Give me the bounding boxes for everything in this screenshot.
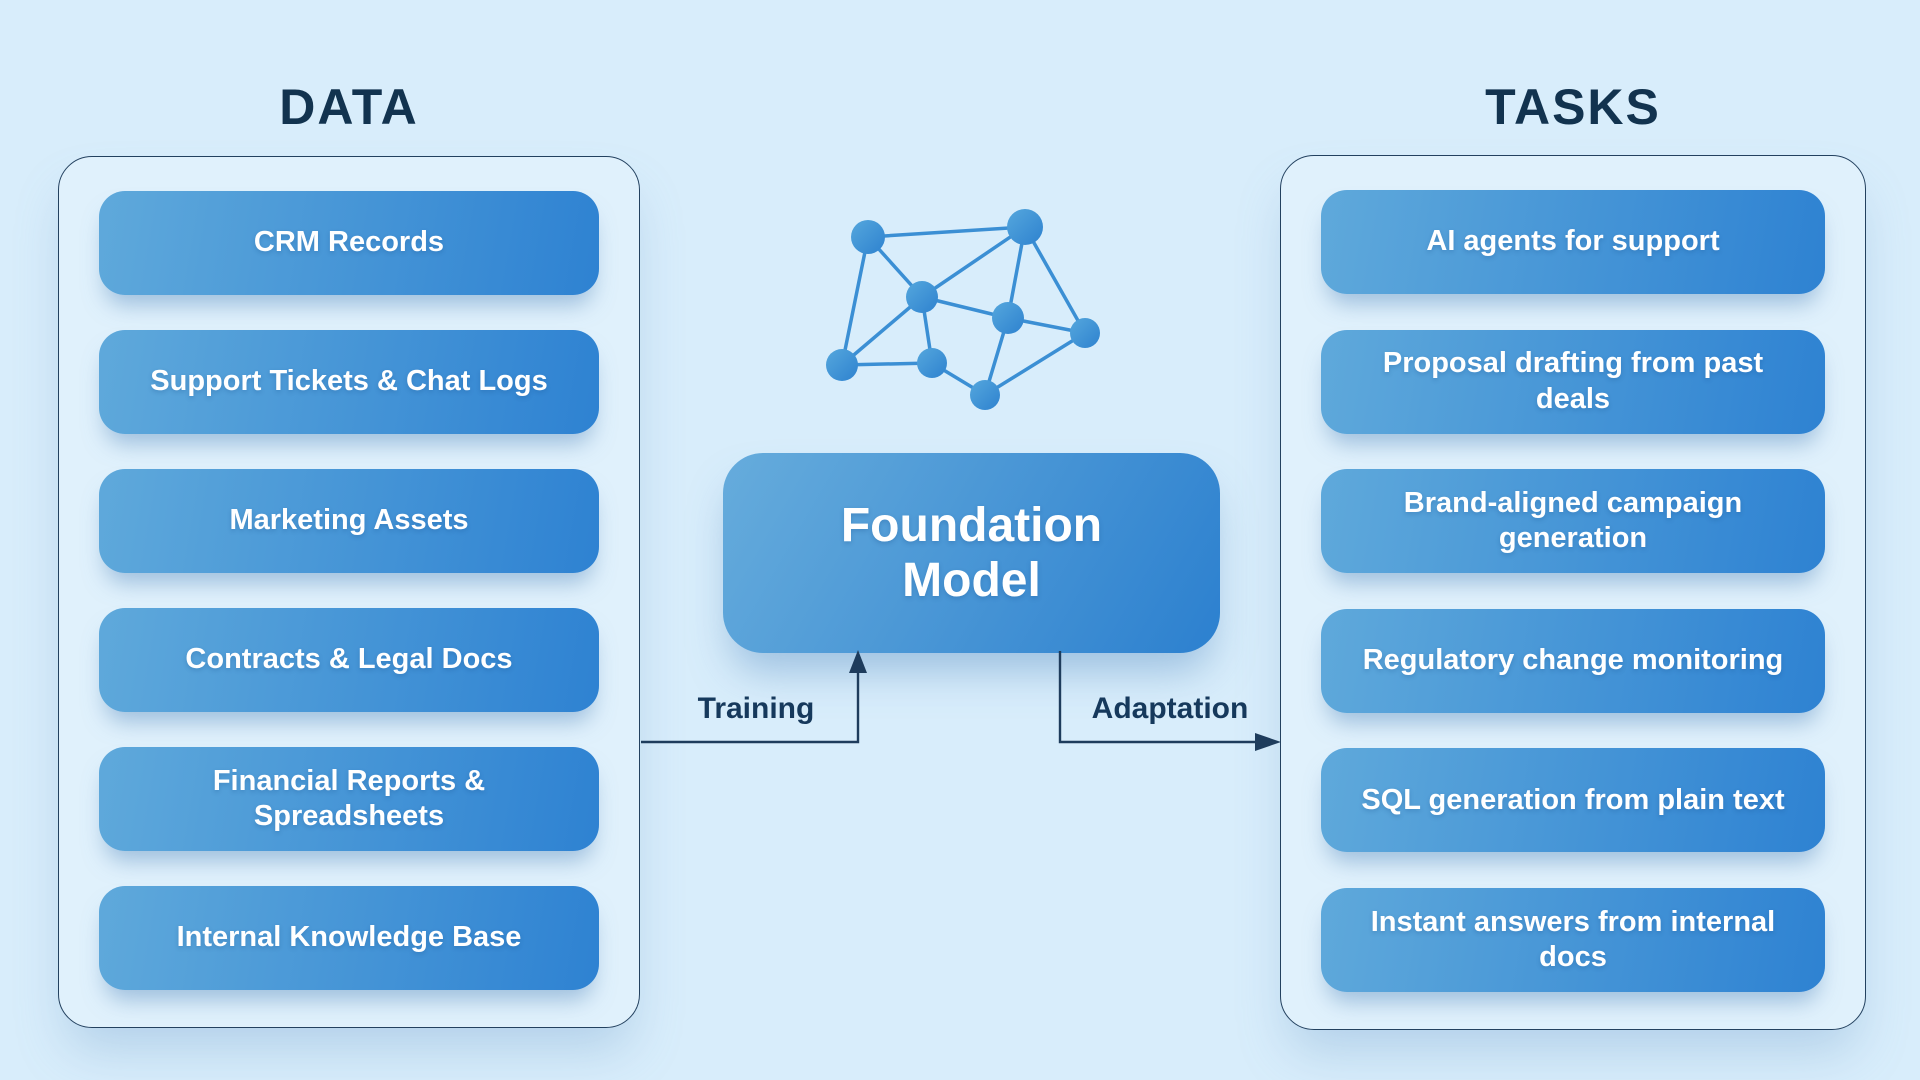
task-item-pill: Regulatory change monitoring — [1321, 608, 1825, 713]
data-column-title: DATA — [279, 79, 419, 135]
task-item-pill: Proposal drafting from past deals — [1321, 329, 1825, 434]
adaptation-label: Adaptation — [1091, 692, 1249, 725]
task-item-pill: Instant answers from internal docs — [1321, 887, 1825, 992]
adaptation-arrowhead — [1255, 733, 1281, 751]
data-item-pill: Contracts & Legal Docs — [99, 608, 599, 712]
data-item-pill: Support Tickets & Chat Logs — [99, 330, 599, 434]
neural-network-icon — [826, 209, 1100, 410]
data-item-pill: Internal Knowledge Base — [99, 886, 599, 990]
foundation-model-box: Foundation Model — [723, 453, 1220, 653]
tasks-panel: AI agents for support Proposal drafting … — [1280, 155, 1866, 1030]
training-label: Training — [697, 692, 815, 725]
data-item-pill: CRM Records — [99, 191, 599, 295]
data-panel: CRM Records Support Tickets & Chat Logs … — [58, 156, 640, 1028]
data-item-pill: Marketing Assets — [99, 469, 599, 573]
training-arrowhead — [849, 650, 867, 673]
data-item-pill: Financial Reports & Spreadsheets — [99, 747, 599, 851]
tasks-column-title: TASKS — [1485, 79, 1661, 135]
task-item-pill: SQL generation from plain text — [1321, 748, 1825, 853]
task-item-pill: AI agents for support — [1321, 190, 1825, 294]
task-item-pill: Brand-aligned campaign generation — [1321, 469, 1825, 574]
foundation-model-label: Foundation Model — [840, 498, 1103, 607]
